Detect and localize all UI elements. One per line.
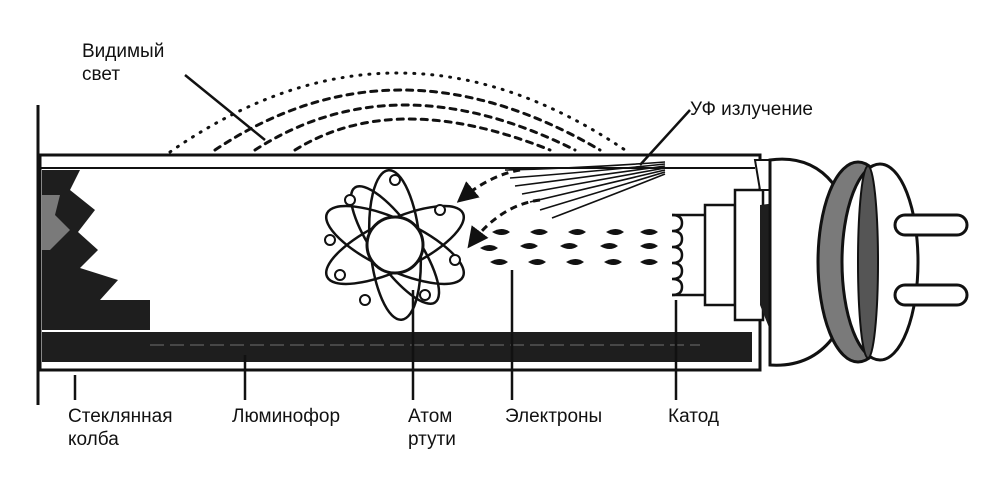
glass-bulb-label-line2: колба (68, 429, 119, 450)
electrons (480, 229, 658, 265)
mercury-atom-label-line1: Атом (408, 406, 453, 427)
uv-photon-arrows (456, 168, 541, 249)
uv-radiation-fan (504, 161, 666, 219)
visible-light-rays (168, 71, 627, 154)
cathode-label: Катод (668, 406, 719, 427)
mercury-atom (324, 169, 466, 321)
phosphor-label: Люминофор (232, 406, 341, 427)
pins (893, 213, 969, 307)
phosphor-layer (42, 332, 752, 362)
leader-lines (73, 74, 691, 400)
visible-light-label: Видимый свет (82, 40, 164, 86)
visible-light-label-line2: свет (82, 64, 121, 85)
end-cap (753, 157, 920, 367)
uv-radiation-label: УФ излучение (690, 99, 813, 120)
glass-bulb-label-line1: Стеклянная (68, 406, 173, 427)
mercury-atom-label-line2: ртути (408, 429, 456, 450)
visible-light-label-line1: Видимый (82, 41, 165, 62)
electrons-label: Электроны (505, 406, 603, 427)
glass-bulb-label: Стеклянная колба (68, 405, 173, 451)
mercury-atom-label: Атом ртути (408, 405, 456, 451)
cathode (671, 188, 765, 322)
